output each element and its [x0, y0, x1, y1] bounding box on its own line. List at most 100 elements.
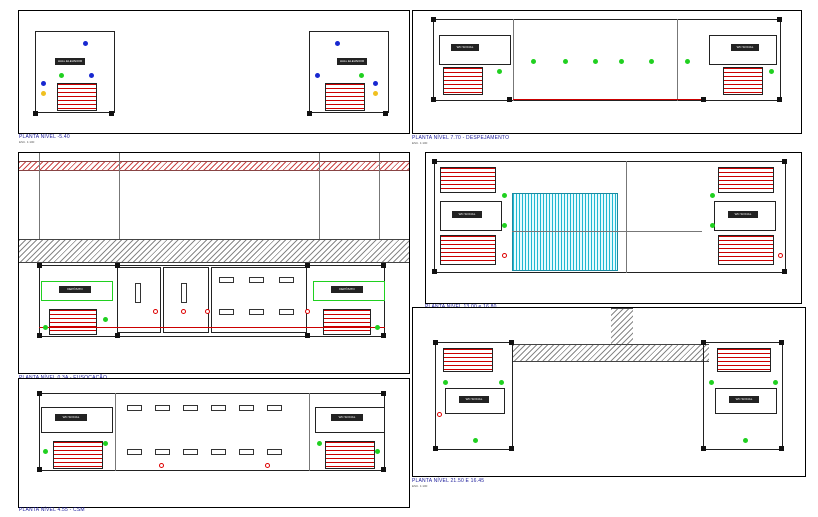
slab-edge: [513, 99, 703, 100]
stair-left: [53, 441, 103, 469]
desk: [239, 405, 254, 411]
stair-core-right: [309, 31, 389, 113]
light-point-icon: [317, 441, 322, 446]
column: [305, 333, 310, 338]
bridge-hatch: [611, 308, 633, 346]
light-point-icon: [531, 59, 536, 64]
building-outline: [434, 161, 786, 273]
stair-left: [49, 309, 97, 335]
grid-line: [512, 231, 702, 232]
column: [777, 17, 782, 22]
room-label: WC SOCIAL: [459, 396, 489, 403]
desk: [183, 405, 198, 411]
light-point-icon: [335, 41, 340, 46]
light-point-icon: [773, 380, 778, 385]
stair-left: [57, 83, 97, 111]
desk: [239, 449, 254, 455]
light-point-icon: [619, 59, 624, 64]
locker: [181, 283, 187, 303]
desk: [155, 405, 170, 411]
partition-line: [115, 393, 116, 471]
scale-note: ESC. 1:100: [19, 140, 35, 144]
column: [509, 446, 514, 451]
ramp-hatch: [19, 239, 409, 263]
grid-line: [39, 153, 40, 253]
desk: [127, 405, 142, 411]
room-label: WC SOCIAL: [728, 211, 758, 218]
light-point-icon: [499, 380, 504, 385]
light-point-icon: [83, 41, 88, 46]
outlet-icon: [153, 309, 158, 314]
desk: [127, 449, 142, 455]
column: [701, 340, 706, 345]
room-label: WC SOCIAL: [731, 44, 759, 51]
plan-caption: PLANTA NÍVEL 4.55 - CSM: [19, 507, 85, 513]
light-point-icon: [685, 59, 690, 64]
column: [701, 446, 706, 451]
column: [37, 263, 42, 268]
light-point-icon: [443, 380, 448, 385]
desk: [267, 405, 282, 411]
outlet-icon: [205, 309, 210, 314]
room-label: WC SOCIAL: [452, 211, 482, 218]
column: [782, 269, 787, 274]
grid-line: [626, 161, 627, 273]
column: [431, 97, 436, 102]
column: [433, 340, 438, 345]
stair-right-upper: [718, 167, 774, 193]
room-label: WC SOCIAL: [451, 44, 479, 51]
light-point-icon: [710, 193, 715, 198]
column: [33, 111, 38, 116]
room-label: DEPÓSITO: [331, 286, 363, 293]
room-label: WC SOCIAL: [55, 414, 87, 421]
glass-roof-slab: [512, 193, 618, 271]
light-point-icon: [103, 317, 108, 322]
column: [433, 446, 438, 451]
column: [109, 111, 114, 116]
plan-panel-level-13-00: WC SOCIAL WC SOCIAL: [425, 152, 802, 304]
light-point-icon: [375, 449, 380, 454]
column: [305, 263, 310, 268]
stair-right: [325, 83, 365, 111]
column: [381, 391, 386, 396]
grid-line: [513, 19, 514, 101]
scale-note: ESC. 1:100: [412, 141, 428, 145]
column: [383, 111, 388, 116]
column: [381, 263, 386, 268]
desk: [267, 449, 282, 455]
column: [432, 159, 437, 164]
plan-panel-level-0-3a: DEPÓSITO DEPÓSITO: [18, 152, 410, 374]
plan-caption: PLANTA NÍVEL 21.50 E 16.45: [412, 478, 485, 484]
room-label: HALL ELEVADOR: [55, 58, 85, 65]
column: [115, 333, 120, 338]
column: [782, 159, 787, 164]
light-point-icon: [43, 449, 48, 454]
grid-line: [119, 153, 120, 253]
light-point-icon: [502, 223, 507, 228]
stair-left: [443, 348, 493, 372]
desk: [211, 405, 226, 411]
column: [307, 111, 312, 116]
plan-panel-level-minus-5-40: HALL ELEVADOR HALL ELEVADOR: [18, 10, 410, 134]
stair-left-upper: [440, 167, 496, 193]
desk: [249, 309, 264, 315]
switch-icon: [59, 73, 64, 78]
light-point-icon: [43, 325, 48, 330]
light-point-icon: [497, 69, 502, 74]
column: [37, 333, 42, 338]
scale-note: ESC. 1:100: [412, 484, 428, 488]
grid-line: [379, 153, 380, 253]
desk: [219, 309, 234, 315]
stair-core-left: [35, 31, 115, 113]
outlet-icon: [265, 463, 270, 468]
outlet-icon: [437, 412, 442, 417]
building-outline: [433, 19, 781, 101]
room-partition: [163, 267, 209, 333]
outlet-icon: [778, 253, 783, 258]
room-label: DEPÓSITO: [59, 286, 91, 293]
partition-line: [309, 393, 310, 471]
light-point-icon: [375, 325, 380, 330]
light-point-icon: [769, 69, 774, 74]
stair-right: [323, 309, 371, 335]
light-point-icon: [373, 81, 378, 86]
